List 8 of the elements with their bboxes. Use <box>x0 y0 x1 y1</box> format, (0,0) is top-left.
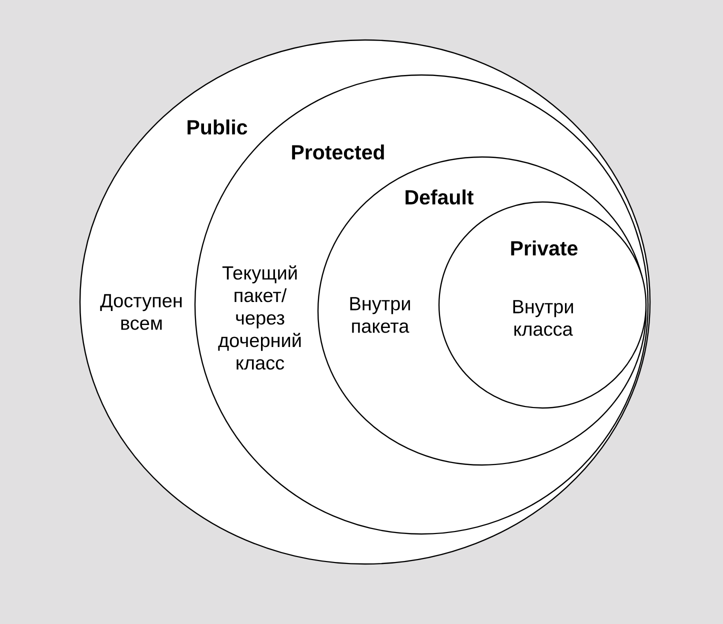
description-text: Текущий пакет/ через дочерний класс <box>218 265 301 370</box>
heading: Private <box>511 240 578 256</box>
description-text: Доступен всем <box>100 294 182 330</box>
heading: Protected <box>292 144 384 160</box>
description-text: Внутри пакета <box>350 297 410 333</box>
heading: Public <box>188 119 248 135</box>
description-text: Внутри класса <box>513 300 573 336</box>
heading: Default <box>406 189 474 205</box>
